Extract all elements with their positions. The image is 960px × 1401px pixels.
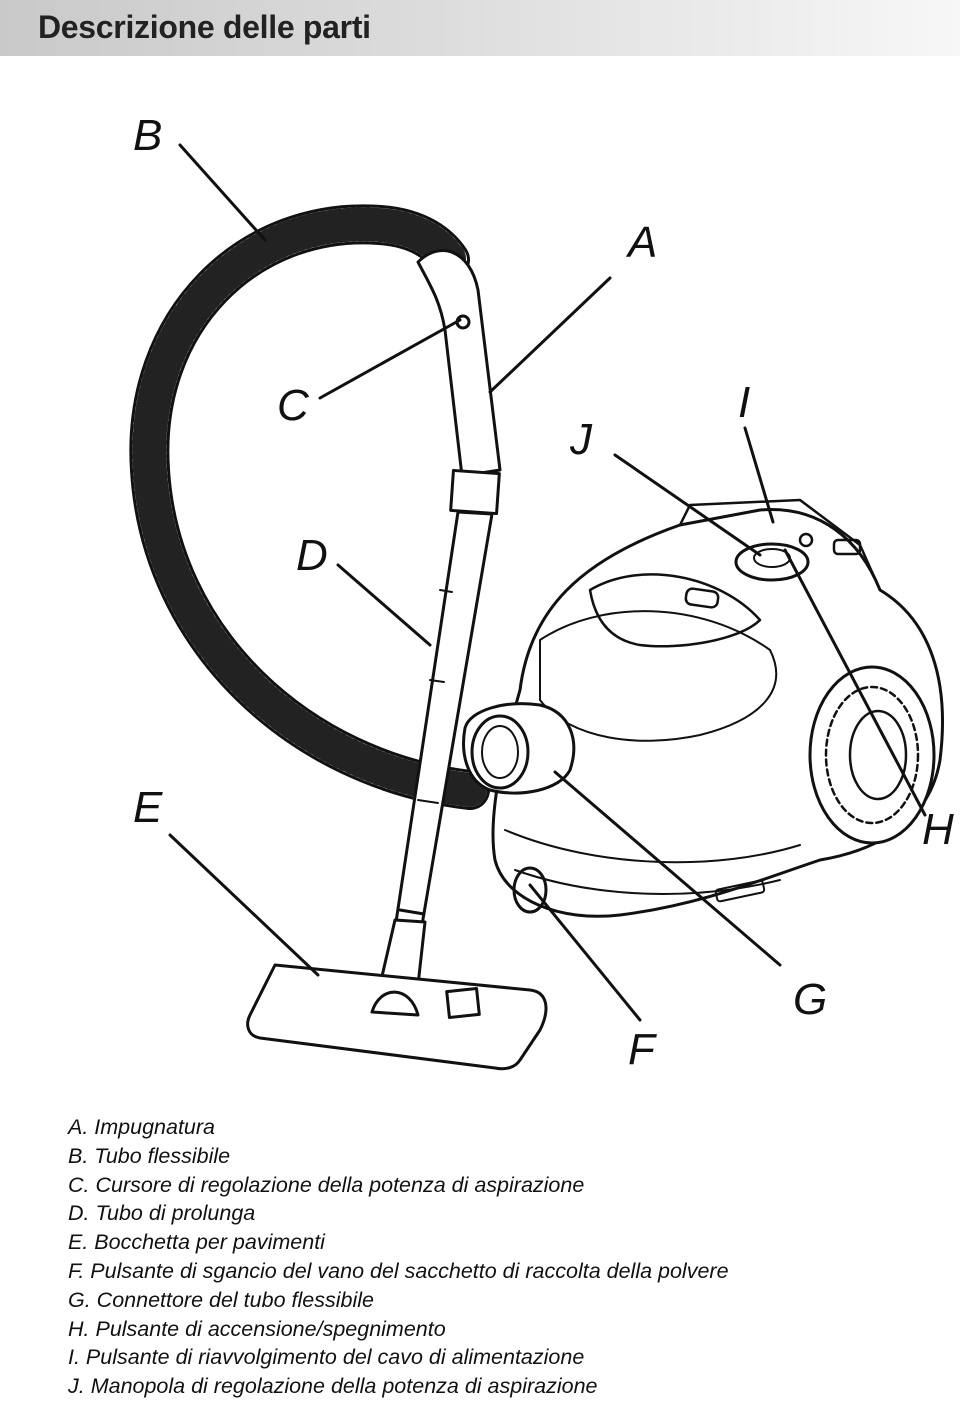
section-title: Descrizione delle parti (38, 9, 371, 45)
leader-lines (168, 143, 927, 1022)
vacuum-cleaner-illustration (129, 143, 944, 1071)
power-knob-shape (734, 542, 810, 582)
dust-bag-release-shape (512, 866, 548, 914)
callout-i: I (738, 378, 751, 427)
callout-h: H (922, 805, 954, 854)
vacuum-cleaner-diagram: B A C I J D E H G F (0, 56, 960, 1110)
parts-legend: A. Impugnatura B. Tubo flessibile C. Cur… (68, 1113, 729, 1401)
section-header: Descrizione delle parti (0, 0, 960, 56)
legend-item: H. Pulsante di accensione/spegnimento (68, 1316, 446, 1341)
legend-item: J. Manopola di regolazione della potenza… (68, 1374, 598, 1399)
legend-item: F. Pulsante di sgancio del vano del sacc… (68, 1258, 729, 1283)
callout-g: G (793, 975, 828, 1024)
callout-j: J (570, 415, 592, 464)
callout-d: D (296, 531, 328, 580)
hose-ribs (132, 207, 487, 807)
legend-item: I. Pulsante di riavvolgimento del cavo d… (68, 1345, 585, 1370)
legend-item: B. Tubo flessibile (68, 1143, 231, 1168)
floor-nozzle-shape (246, 963, 548, 1071)
legend-item: A. Impugnatura (68, 1115, 216, 1139)
legend-item: D. Tubo di prolunga (68, 1201, 256, 1226)
cord-rewind-button-shape (798, 532, 814, 548)
handle-shape (416, 249, 502, 478)
legend-item: G. Connettore del tubo flessibile (68, 1287, 374, 1312)
callout-f: F (628, 1025, 655, 1074)
legend-item: C. Cursore di regolazione della potenza … (68, 1172, 585, 1197)
callout-a: A (628, 218, 658, 267)
wheel-shape (808, 665, 936, 845)
legend-item: E. Bocchetta per pavimenti (68, 1230, 325, 1255)
callout-b: B (133, 111, 163, 160)
callout-e: E (133, 783, 163, 832)
callout-c: C (277, 381, 309, 430)
